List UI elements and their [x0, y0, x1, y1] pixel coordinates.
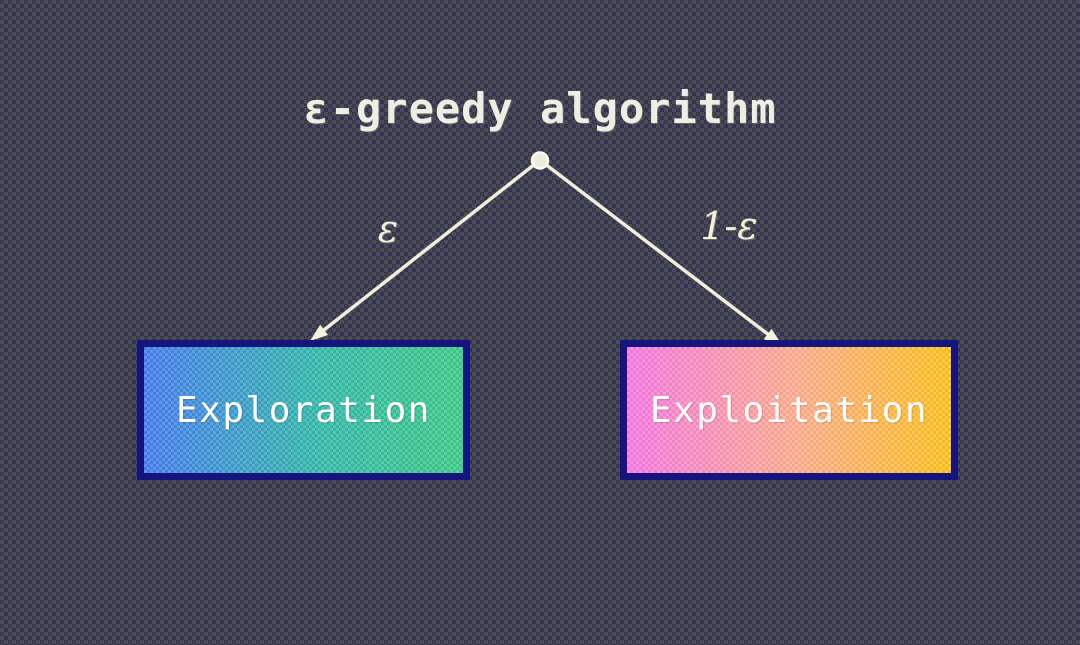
- exploitation-box: Exploitation: [620, 340, 958, 480]
- root-node: [530, 151, 550, 170]
- left-branch-line: [320, 163, 535, 333]
- left-arrowhead-icon: [310, 324, 329, 341]
- exploration-box-label: Exploration: [176, 389, 431, 431]
- exploration-box: Exploration: [137, 340, 470, 480]
- branch-label-epsilon: ε: [377, 207, 399, 251]
- branch-label-one-minus-epsilon: 1-ε: [700, 204, 758, 248]
- exploitation-box-label: Exploitation: [649, 389, 929, 431]
- diagram-title: ε-greedy algorithm: [303, 84, 777, 133]
- right-branch-line: [545, 163, 772, 338]
